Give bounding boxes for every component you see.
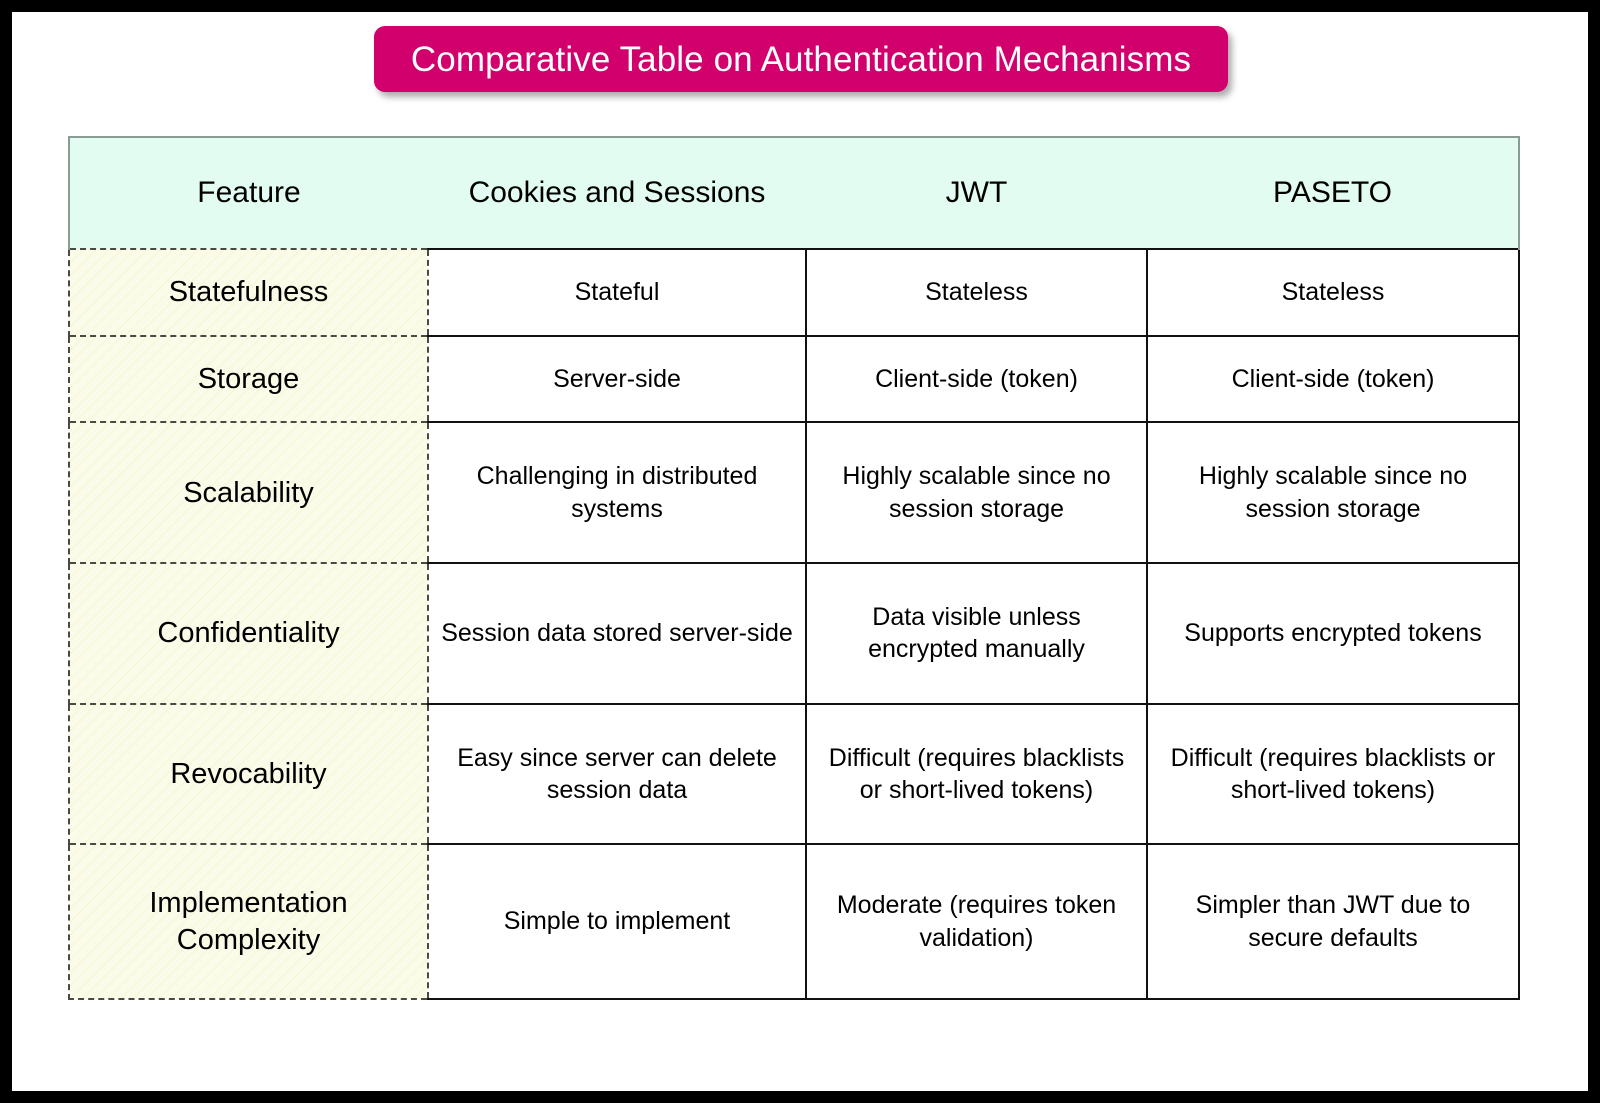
cell-paseto: Highly scalable since no session storage: [1147, 421, 1520, 564]
cell-paseto: Simpler than JWT due to secure defaults: [1147, 843, 1520, 1000]
row-feature-label: Storage: [68, 334, 429, 423]
cell-paseto: Difficult (requires blacklists or short-…: [1147, 702, 1520, 845]
table-row: Implementation Complexity Simple to impl…: [68, 843, 1520, 1000]
row-feature-label: Implementation Complexity: [68, 843, 429, 1000]
page-title: Comparative Table on Authentication Mech…: [410, 39, 1192, 79]
column-header-cookies-and-sessions: Cookies and Sessions: [428, 136, 806, 249]
cell-cookies-and-sessions: Server-side: [428, 334, 807, 423]
column-header-jwt: JWT: [806, 136, 1147, 249]
cell-cookies-and-sessions: Stateful: [428, 248, 807, 336]
cell-cookies-and-sessions: Easy since server can delete session dat…: [428, 702, 807, 845]
row-feature-label: Confidentiality: [68, 562, 429, 704]
comparison-table-container: Feature Cookies and Sessions JWT PASETO …: [68, 136, 1520, 1000]
row-feature-label: Scalability: [68, 421, 429, 564]
cell-jwt: Difficult (requires blacklists or short-…: [806, 702, 1148, 845]
cell-jwt: Stateless: [806, 248, 1148, 336]
column-header-feature: Feature: [68, 136, 428, 249]
cell-paseto: Client-side (token): [1147, 334, 1520, 423]
cell-paseto: Supports encrypted tokens: [1147, 562, 1520, 704]
cell-paseto: Stateless: [1147, 248, 1520, 336]
cell-cookies-and-sessions: Simple to implement: [428, 843, 807, 1000]
cell-jwt: Moderate (requires token validation): [806, 843, 1148, 1000]
table-row: Statefulness Stateful Stateless Stateles…: [68, 248, 1520, 336]
table-row: Scalability Challenging in distributed s…: [68, 421, 1520, 564]
table-row: Storage Server-side Client-side (token) …: [68, 334, 1520, 423]
table-row: Revocability Easy since server can delet…: [68, 702, 1520, 845]
cell-cookies-and-sessions: Session data stored server-side: [428, 562, 807, 704]
row-feature-label: Statefulness: [68, 248, 429, 336]
table-header-row: Feature Cookies and Sessions JWT PASETO: [68, 136, 1520, 249]
column-header-paseto: PASETO: [1147, 136, 1520, 249]
cell-jwt: Data visible unless encrypted manually: [806, 562, 1148, 704]
page-title-banner: Comparative Table on Authentication Mech…: [374, 26, 1228, 92]
row-feature-label: Revocability: [68, 702, 429, 845]
table-row: Confidentiality Session data stored serv…: [68, 562, 1520, 704]
page-canvas: Comparative Table on Authentication Mech…: [12, 12, 1588, 1091]
cell-jwt: Highly scalable since no session storage: [806, 421, 1148, 564]
cell-jwt: Client-side (token): [806, 334, 1148, 423]
comparison-table: Feature Cookies and Sessions JWT PASETO …: [68, 136, 1520, 1000]
cell-cookies-and-sessions: Challenging in distributed systems: [428, 421, 807, 564]
